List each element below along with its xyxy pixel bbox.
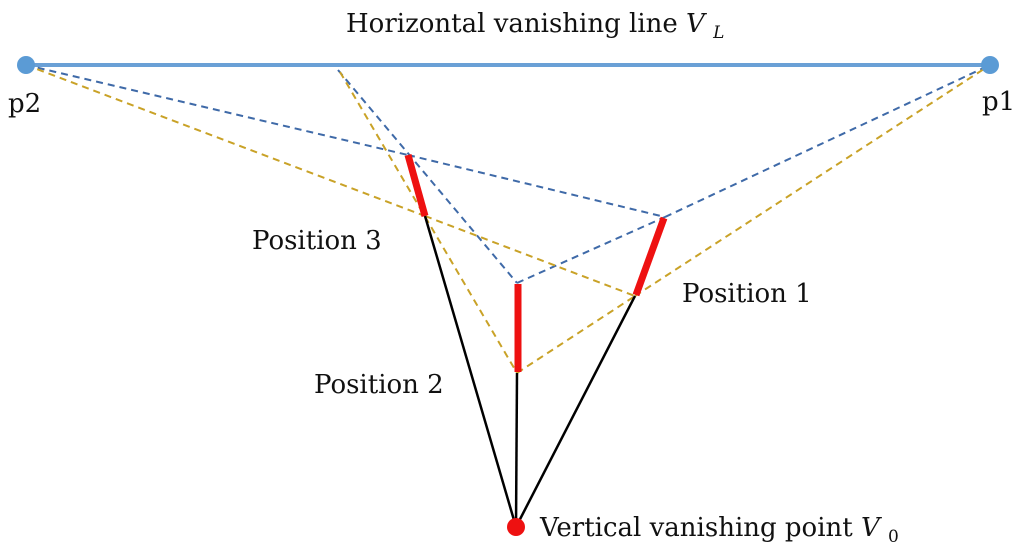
blue-line-top1-p1 (664, 64, 991, 218)
gold-line-p2-bottom3 (25, 64, 426, 217)
p1-label: p1 (982, 87, 1015, 117)
blue-line-top2-top1 (516, 216, 666, 284)
vertical-vanishing-point-dot (507, 518, 525, 536)
position-3-label: Position 3 (252, 226, 382, 256)
gold-line-bottom1-p1 (634, 64, 991, 297)
p1-point (981, 56, 999, 74)
black-line-pos3 (423, 215, 518, 528)
position-segments (404, 154, 668, 372)
blue-dashed-lines (25, 64, 991, 284)
position-1-label: Position 1 (682, 279, 812, 309)
gold-line-bottom2-bottom1 (516, 295, 636, 374)
vertical-vp-label: Vertical vanishing point V 0 (539, 513, 899, 547)
p2-label: p2 (8, 89, 41, 119)
p2-point (17, 56, 35, 74)
blue-line-horizon-top2 (337, 69, 518, 284)
position-1-segment (632, 216, 668, 297)
horizon-line-label: Horizontal vanishing line V L (346, 9, 724, 43)
gold-dashed-lines (25, 64, 991, 374)
blue-line-top3-top1 (407, 154, 666, 218)
blue-line-p2-top3 (25, 64, 409, 156)
black-line-pos2 (514, 372, 519, 528)
horizon-line-text: Horizontal vanishing line (346, 9, 686, 39)
position-2-label: Position 2 (314, 370, 444, 400)
position-3-segment (404, 154, 429, 217)
gold-line-bottom3-bottom1 (424, 215, 636, 297)
vertical-vp-text: Vertical vanishing point (539, 513, 861, 543)
gold-line-horizon-bottom2 (339, 71, 518, 374)
vertical-vp-symbol: V (861, 513, 882, 543)
horizon-line-subscript: L (712, 23, 724, 43)
black-line-pos1 (514, 295, 637, 528)
horizon-line-symbol: V (686, 9, 707, 39)
vertical-vp-subscript: 0 (888, 527, 899, 547)
black-lines-to-vp (423, 215, 637, 528)
